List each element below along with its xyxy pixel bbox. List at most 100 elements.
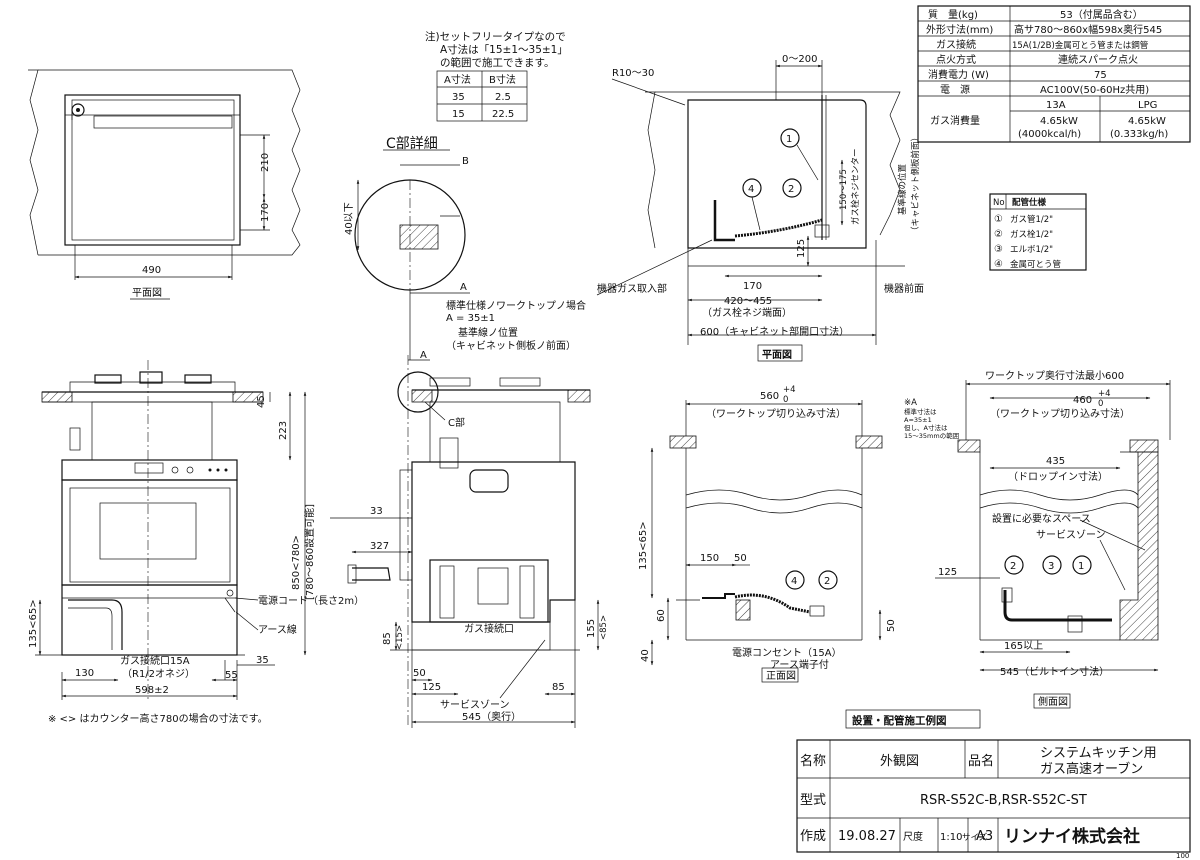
ab-table: A寸法 B寸法 35 2.5 15 22.5	[436, 70, 528, 122]
gas-13a-kcal: (4000kcal/h)	[1018, 129, 1081, 140]
c-label: C部	[448, 416, 465, 429]
front-dim-55: 55	[225, 670, 238, 681]
dim-600: 600（キャビネット部開口寸法）	[700, 325, 849, 338]
install-dim-165: 165以上	[1004, 640, 1043, 652]
front-dim-598: 598±2	[135, 685, 169, 696]
pipe-no: ④	[994, 259, 1003, 270]
dim-223: 223	[278, 421, 289, 440]
gas-consumption-label: ガス消費量	[930, 114, 980, 127]
pipe-item: 金属可とう管	[1010, 259, 1061, 270]
install-front-n2: 2	[824, 576, 830, 587]
note-line2: A寸法は「15±1〜35±1」	[440, 43, 568, 56]
plan-n4: 4	[748, 184, 754, 195]
spec-label: 質 量(kg)	[928, 8, 978, 21]
spec-value: 53（付属品含む）	[1060, 8, 1143, 21]
side-service-label: サービスゾーン	[440, 699, 510, 711]
install-side-caption: 側面図	[1038, 695, 1068, 708]
install-dim-40: 40	[640, 649, 651, 662]
pipe-no-header: No	[993, 198, 1005, 208]
gas-end: （ガス栓ネジ端面）	[702, 306, 792, 319]
note-a1: ※A	[904, 398, 917, 408]
pipe-item: ガス栓1/2"	[1010, 229, 1053, 240]
note-top: 注)セットフリータイプなので A寸法は「15±1〜35±1」 の範囲で施工できま…	[425, 30, 568, 122]
spec-label: ガス接続	[936, 38, 976, 51]
front-label: 機器前面	[884, 282, 924, 295]
cord-label: 電源コード（長さ2m）	[258, 594, 364, 607]
install-tol-zero: 0	[783, 395, 788, 405]
ab-cell: 35	[452, 92, 465, 103]
install-side-view: ワークトップ奥行寸法最小600 460 +4 0 （ワークトップ切り込み寸法） …	[904, 369, 1171, 709]
note-a5: 15〜35mmの範囲	[904, 431, 959, 440]
spec-table: 質 量(kg) 53（付属品含む） 外形寸法(mm) 高サ780〜860x幅59…	[917, 5, 1191, 143]
gas-lpg-header: LPG	[1138, 100, 1157, 111]
install-dim-545: 545（ビルトイン寸法）	[1000, 665, 1109, 678]
dim-33: 33	[370, 506, 383, 517]
install-side-n3: 3	[1048, 561, 1054, 572]
detail-note1: 標準仕様ノワークトップノ場合	[446, 299, 586, 312]
side-dim-545: 545（奥行）	[462, 710, 521, 723]
install-side-dim-125: 125	[938, 567, 957, 578]
side-view: A C部 33 327 ガス接続口 85 <15> 50 125 8	[330, 350, 609, 728]
base-line: 基準線の位置	[897, 163, 908, 215]
dim-327: 327	[370, 541, 389, 552]
ab-header-b: B寸法	[489, 73, 516, 86]
side-dim-125: 125	[422, 682, 441, 693]
burner-icons	[94, 371, 212, 384]
dim-0-200: 0〜200	[782, 54, 817, 65]
spec-value: AC100V(50-60Hz共用)	[1040, 84, 1149, 96]
spec-value: 高サ780〜860x幅598x奥行545	[1014, 23, 1162, 36]
install-side-tol: +4	[1098, 389, 1111, 399]
front-dim-35: 35	[256, 655, 269, 666]
plan-caption: 平面図	[762, 349, 792, 361]
side-a-label: A	[420, 350, 427, 361]
install-dim-435: 435	[1046, 456, 1065, 467]
dim-170: 170	[260, 203, 271, 222]
pipe-header: 配管仕様	[1012, 197, 1047, 208]
spec-label: 電 源	[940, 83, 970, 96]
pipe-spec-table: No 配管仕様 ① ガス管1/2" ② ガス栓1/2" ③ エルボ1/2" ④ …	[989, 193, 1087, 271]
earth-label: アース線	[258, 623, 297, 636]
detail-note2: A = 35±1	[446, 313, 495, 324]
dim-150-175: 150〜175	[839, 169, 849, 210]
dropin-label: （ドロップイン寸法）	[1008, 470, 1108, 483]
space-label: 設置に必要なスペース	[992, 512, 1091, 525]
gas-center: ガス栓ネジセンター	[850, 148, 861, 225]
dim-420: 420〜455	[724, 296, 772, 307]
detail-note3: 基準線ノ位置	[458, 326, 518, 339]
min600: ワークトップ奥行寸法最小600	[985, 369, 1124, 382]
side-dim-85c: <85>	[599, 615, 609, 640]
install-side-n1: 1	[1078, 561, 1084, 572]
dim-850: 850<780>	[291, 535, 302, 590]
note-a3: A=35±1	[904, 416, 932, 424]
note-line1: 注)セットフリータイプなので	[425, 30, 566, 43]
install-dim-150: 150	[700, 553, 719, 564]
note-line3: の範囲で施工できます。	[440, 56, 554, 69]
pipe-no: ③	[994, 244, 1003, 255]
install-front-caption: 正面図	[766, 670, 796, 682]
tb-product-line1: システムキッチン用	[1040, 746, 1157, 761]
spec-value: 75	[1094, 70, 1107, 81]
gas-port-label: ガス接続口	[464, 622, 514, 635]
front-dim-135: 135<65>	[28, 599, 39, 648]
dim-850b: [780〜860設置可能]	[303, 504, 316, 600]
detail-c: C部詳細 B 40以下 A 標準仕様ノワークトップノ場合 A = 35±1 基準…	[344, 136, 586, 360]
tb-company: リンナイ株式会社	[1004, 826, 1140, 847]
note-a2: 標準寸法は	[904, 407, 937, 416]
footnote: ※ <> はカウンター高さ780の場合の寸法です。	[48, 712, 268, 725]
intake-label: 機器ガス取入部	[597, 282, 667, 295]
side-dim-15: <15>	[395, 625, 405, 650]
ab-cell: 22.5	[492, 109, 514, 120]
pipe-no: ②	[994, 229, 1003, 240]
detail-note4: （キャビネット側板ノ前面）	[446, 339, 576, 352]
top-view: 210 170 490 平面図	[28, 69, 301, 300]
dim-490: 490	[142, 265, 161, 276]
detail-c-title: C部詳細	[386, 136, 438, 152]
side-dim-85b: 85	[552, 682, 565, 693]
tb-size-value: A3	[976, 829, 993, 844]
note-a4: 但し、A寸法は	[904, 423, 948, 432]
pipe-no: ①	[994, 214, 1003, 225]
gas-13a-kw: 4.65kW	[1040, 116, 1078, 127]
pipe-item: エルボ1/2"	[1010, 245, 1053, 255]
install-cut: （ワークトップ切り込み寸法）	[706, 407, 846, 420]
side-dim-155: 155	[586, 619, 597, 638]
